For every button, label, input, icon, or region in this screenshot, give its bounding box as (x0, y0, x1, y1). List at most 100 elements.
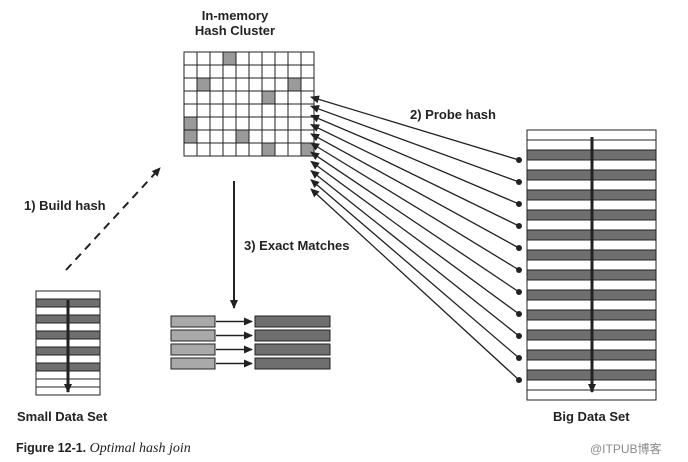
hash-cell (209, 103, 224, 118)
hash-cell (183, 90, 198, 105)
hash-cell (196, 116, 211, 131)
hash-cell (261, 90, 276, 105)
hash-cell (248, 116, 263, 131)
hash-cell (287, 64, 302, 79)
hash-cell (287, 116, 302, 131)
hash-cluster-label-line1: In-memory (201, 8, 269, 23)
hash-cell (235, 51, 250, 66)
probe-arrow-dot (516, 245, 522, 251)
hash-cell (196, 142, 211, 157)
hash-cell (183, 77, 198, 92)
figure-title: Optimal hash join (89, 441, 191, 456)
small-data-set-label: Small Data Set (17, 409, 108, 424)
probe-arrow-dot (516, 201, 522, 207)
probe-arrow (310, 95, 520, 161)
match-left-row (170, 343, 216, 356)
match-right-row (254, 357, 331, 370)
probe-arrow (310, 160, 520, 315)
hash-cell (222, 129, 237, 144)
probe-arrow-dot (516, 179, 522, 185)
hash-cell (248, 103, 263, 118)
figure-number: Figure 12-1. (16, 441, 87, 455)
hash-cell (209, 129, 224, 144)
probe-arrow-dot (516, 223, 522, 229)
probe-arrow-dot (516, 377, 522, 383)
hash-cell (222, 77, 237, 92)
build-hash-arrow (65, 167, 161, 271)
hash-cell (274, 77, 289, 92)
hash-cell (235, 142, 250, 157)
hash-cell (196, 129, 211, 144)
probe-hash-label: 2) Probe hash (410, 107, 496, 122)
hash-cell (209, 116, 224, 131)
hash-cell (287, 129, 302, 144)
hash-cell (261, 103, 276, 118)
hash-cell (261, 142, 276, 157)
hash-cell (300, 51, 315, 66)
figure-caption: Figure 12-1. Optimal hash join (16, 441, 191, 457)
arrows (64, 95, 596, 393)
probe-arrow (310, 179, 520, 359)
hash-cell (183, 64, 198, 79)
hash-cell (222, 64, 237, 79)
probe-arrow (310, 114, 520, 205)
exact-matches-table (170, 315, 331, 370)
hash-cell (235, 77, 250, 92)
probe-arrow (310, 124, 520, 227)
hash-cell (261, 64, 276, 79)
exact-matches-label: 3) Exact Matches (244, 238, 350, 253)
hash-cell (209, 64, 224, 79)
probe-arrow-dot (516, 289, 522, 295)
hash-cell (248, 90, 263, 105)
hash-cell (222, 103, 237, 118)
hash-cell (274, 116, 289, 131)
probe-arrow-dot (516, 355, 522, 361)
hash-cell (209, 51, 224, 66)
probe-arrow (310, 105, 520, 183)
hash-cell (287, 51, 302, 66)
hash-cell (209, 142, 224, 157)
hash-cell (274, 103, 289, 118)
hash-cell (222, 90, 237, 105)
hash-cell (235, 90, 250, 105)
hash-cell (209, 90, 224, 105)
hash-cell (261, 129, 276, 144)
hash-cell (300, 116, 315, 131)
hash-cell (261, 116, 276, 131)
watermark: @ITPUB博客 (590, 442, 662, 456)
hash-cell (300, 64, 315, 79)
hash-cell (235, 129, 250, 144)
small-table-row (35, 290, 101, 300)
hash-cluster-label: In-memory Hash Cluster (170, 8, 300, 38)
hash-cell (196, 77, 211, 92)
probe-arrow (310, 151, 520, 293)
hash-cell (183, 103, 198, 118)
build-hash-label: 1) Build hash (24, 198, 106, 213)
probe-arrow (310, 188, 520, 381)
hash-cell (300, 142, 315, 157)
probe-arrow (310, 133, 520, 249)
hash-cell (287, 90, 302, 105)
hash-cell (287, 142, 302, 157)
hash-cell (196, 64, 211, 79)
hash-cell (274, 64, 289, 79)
hash-cell (261, 51, 276, 66)
hash-cell (222, 142, 237, 157)
match-right-row (254, 343, 331, 356)
hash-cell (274, 142, 289, 157)
match-right-row (254, 329, 331, 342)
hash-cell (248, 129, 263, 144)
hash-cell (274, 129, 289, 144)
probe-arrow-dot (516, 333, 522, 339)
hash-cell (196, 103, 211, 118)
hash-cell (183, 51, 198, 66)
hash-cell (196, 90, 211, 105)
hash-cell (235, 103, 250, 118)
match-left-row (170, 315, 216, 328)
hash-cell (183, 142, 198, 157)
hash-cell (248, 77, 263, 92)
match-right-row (254, 315, 331, 328)
hash-cell (300, 77, 315, 92)
big-data-set-label: Big Data Set (553, 409, 630, 424)
hash-cell (287, 77, 302, 92)
